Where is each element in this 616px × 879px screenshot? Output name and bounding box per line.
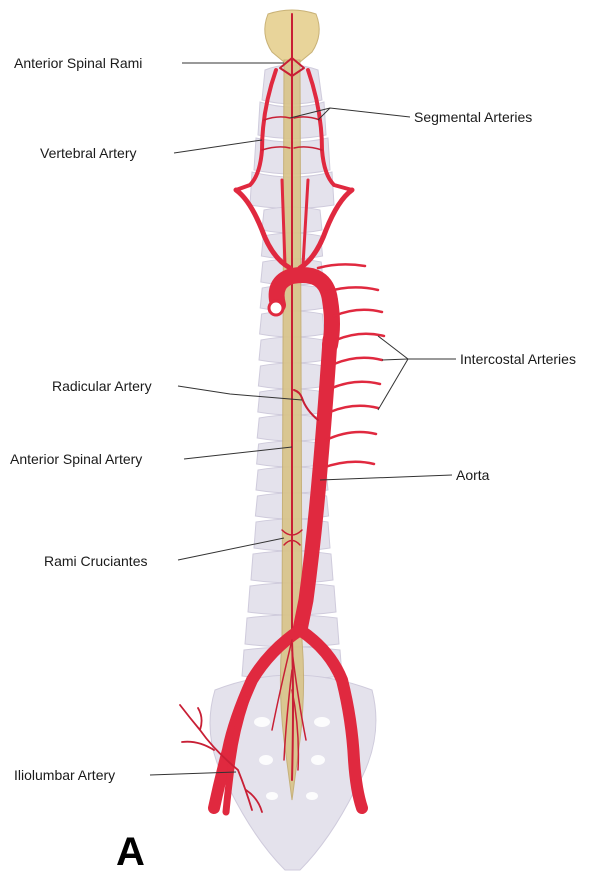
leader-aorta <box>320 475 452 480</box>
panel-letter: A <box>116 832 145 872</box>
label-aorta: Aorta <box>456 467 489 483</box>
intercostal-artery <box>318 264 365 268</box>
leader-vertebral-artery <box>174 140 262 153</box>
intercostal-artery <box>330 406 378 412</box>
intercostal-artery <box>334 310 382 316</box>
intercostal-artery <box>334 358 382 364</box>
label-radicular-artery: Radicular Artery <box>52 378 152 394</box>
leader-intercostal-arteries <box>378 336 456 359</box>
intercostal-artery <box>326 432 376 440</box>
leader-intercostal-arteries-3 <box>378 359 408 410</box>
intercostal-artery <box>332 382 380 388</box>
label-rami-cruciantes: Rami Cruciantes <box>44 553 147 569</box>
label-vertebral-artery: Vertebral Artery <box>40 145 137 161</box>
label-intercostal-arteries: Intercostal Arteries <box>460 351 576 367</box>
label-anterior-spinal-rami: Anterior Spinal Rami <box>14 55 142 71</box>
leader-intercostal-arteries-2 <box>382 359 408 360</box>
label-iliolumbar-artery: Iliolumbar Artery <box>14 767 115 783</box>
aorta-root <box>269 301 283 315</box>
label-segmental-arteries: Segmental Arteries <box>414 109 532 125</box>
intercostal-artery <box>336 334 384 340</box>
anterior-spinal-artery <box>292 14 293 780</box>
label-anterior-spinal-artery: Anterior Spinal Artery <box>10 451 142 467</box>
intercostal-artery <box>322 462 374 468</box>
